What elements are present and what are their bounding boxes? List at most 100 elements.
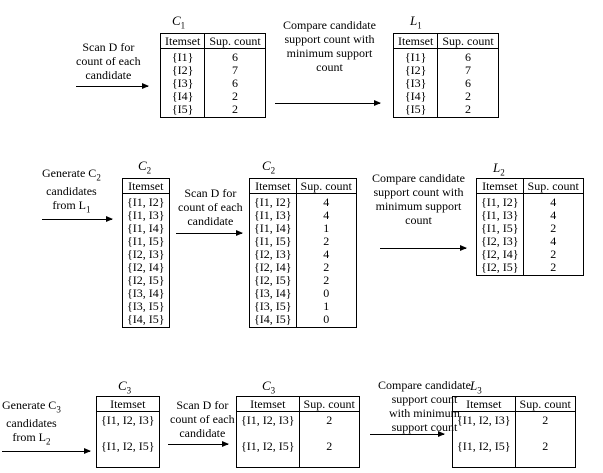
table-row: {I1, I2, I5}2 xyxy=(237,440,360,468)
table-row: {I3, I5}1 xyxy=(250,300,357,313)
table-row: {I1, I3}4 xyxy=(250,209,357,222)
table-row: {I1, I2}4 xyxy=(250,193,357,209)
support-count-cell: 0 xyxy=(295,287,357,300)
caption-subscript: 2 xyxy=(146,165,152,176)
support-count-cell: 4 xyxy=(522,235,584,248)
table-row: {I1, I5} xyxy=(123,235,170,248)
table-row: {I1}6 xyxy=(161,48,266,64)
arrow-right xyxy=(370,431,445,437)
label-line: Generate C3 xyxy=(2,398,61,416)
column-header-sup-count: Sup. count xyxy=(437,33,499,49)
table-row: {I2, I5} xyxy=(123,274,170,287)
table-row: {I2, I4}2 xyxy=(250,261,357,274)
caption-subscript: 3 xyxy=(126,385,132,396)
table-row: {I1, I5}2 xyxy=(477,222,584,235)
itemset-cell: {I5} xyxy=(404,102,427,116)
table-row: {I1, I4}1 xyxy=(250,222,357,235)
arrow-right xyxy=(275,100,381,106)
label-line: support count xyxy=(391,392,458,406)
table-row: {I4}2 xyxy=(394,90,499,103)
table-caption-l3: L3 xyxy=(470,378,482,396)
caption-letter: C xyxy=(262,378,271,393)
column-header-itemset: Itemset xyxy=(96,396,160,412)
itemset-cell: {I2, I5} xyxy=(481,260,519,274)
itemset-cell: {I1, I2, I3} xyxy=(101,413,155,427)
label-subscript: 3 xyxy=(56,404,61,415)
label-line: support count with xyxy=(373,185,464,199)
caption-letter: C xyxy=(262,158,271,173)
caption-subscript: 3 xyxy=(477,385,482,396)
column-header-sup-count: Sup. count xyxy=(295,178,357,194)
itemset-cell: {I1, I5} xyxy=(481,221,519,235)
label-line: candidates xyxy=(46,184,97,199)
table-row: {I3}6 xyxy=(161,77,266,90)
column-header-itemset: Itemset xyxy=(159,33,206,49)
support-count-cell: 4 xyxy=(295,209,357,222)
label-line: count xyxy=(405,213,432,227)
itemset-cell: {I2, I5} xyxy=(127,273,165,287)
itemset-cell: {I2} xyxy=(404,63,427,77)
itemset-cell: {I1, I2, I5} xyxy=(457,439,511,453)
arrow-right xyxy=(380,245,467,251)
label-line: support count xyxy=(391,420,458,434)
label-line: Compare candidate xyxy=(378,378,471,392)
support-count-cell: 2 xyxy=(522,261,584,276)
itemset-cell: {I2, I4} xyxy=(127,260,165,274)
itemset-table: Itemset{I1, I2}{I1, I3}{I1, I4}{I1, I5}{… xyxy=(122,178,170,328)
support-count-cell: 1 xyxy=(295,300,357,313)
support-count-cell: 2 xyxy=(295,235,357,248)
caption-subscript: 2 xyxy=(270,165,276,176)
itemset-cell: {I1, I5} xyxy=(127,234,165,248)
support-count-cell: 7 xyxy=(437,64,499,77)
arrow-right xyxy=(76,83,149,89)
caption-subscript: 3 xyxy=(270,385,276,396)
itemset-cell: {I1, I3} xyxy=(127,208,165,222)
label-line: from L1 xyxy=(42,198,101,216)
table-row: {I2, I5}2 xyxy=(477,261,584,276)
support-count-cell: 4 xyxy=(295,248,357,261)
itemset-cell: {I2, I3} xyxy=(481,234,519,248)
column-header-itemset: Itemset xyxy=(249,178,297,194)
support-count-cell: 2 xyxy=(514,440,576,468)
header-row: Itemset xyxy=(122,178,170,194)
table-caption-l2: L2 xyxy=(493,160,505,178)
itemset-cell: {I1, I2} xyxy=(127,195,165,209)
table-row: {I1, I2, I5} xyxy=(97,440,160,468)
step-label-scan-d: Scan D for count of each candidate xyxy=(76,40,141,82)
step-label-compare: Compare candidate support count with min… xyxy=(372,171,465,227)
label-line: candidate xyxy=(85,68,132,82)
column-header-itemset: Itemset xyxy=(476,178,524,194)
table-row: {I4, I5}0 xyxy=(250,313,357,328)
itemset-cell: {I2} xyxy=(171,63,194,77)
caption-letter: L xyxy=(410,13,418,28)
column-header-itemset: Itemset xyxy=(122,178,170,194)
support-count-cell: 2 xyxy=(522,248,584,261)
label-text: Generate C xyxy=(2,398,57,412)
itemset-cell: {I2, I5} xyxy=(254,273,292,287)
table-caption-c2-candidates: C2 xyxy=(138,158,151,176)
label-line: Compare candidate xyxy=(372,171,465,185)
table-row: {I2}7 xyxy=(161,64,266,77)
itemset-cell: {I3} xyxy=(404,76,427,90)
column-header-sup-count: Sup. count xyxy=(298,396,360,412)
caption-letter: L xyxy=(493,160,501,175)
itemset-table: Itemset{I1, I2, I3} {I1, I2, I5} xyxy=(96,396,160,468)
itemset-cell: {I3, I4} xyxy=(254,286,292,300)
label-line: Compare candidate xyxy=(283,18,376,32)
column-header-itemset: Itemset xyxy=(236,396,300,412)
itemset-cell: {I2, I4} xyxy=(254,260,292,274)
step-label-scan-d: Scan D for count of each candidate xyxy=(178,186,243,228)
label-text: Generate C xyxy=(42,166,97,180)
column-header-sup-count: Sup. count xyxy=(522,178,584,194)
arrow-right xyxy=(42,216,113,222)
caption-subscript: 2 xyxy=(500,167,505,178)
